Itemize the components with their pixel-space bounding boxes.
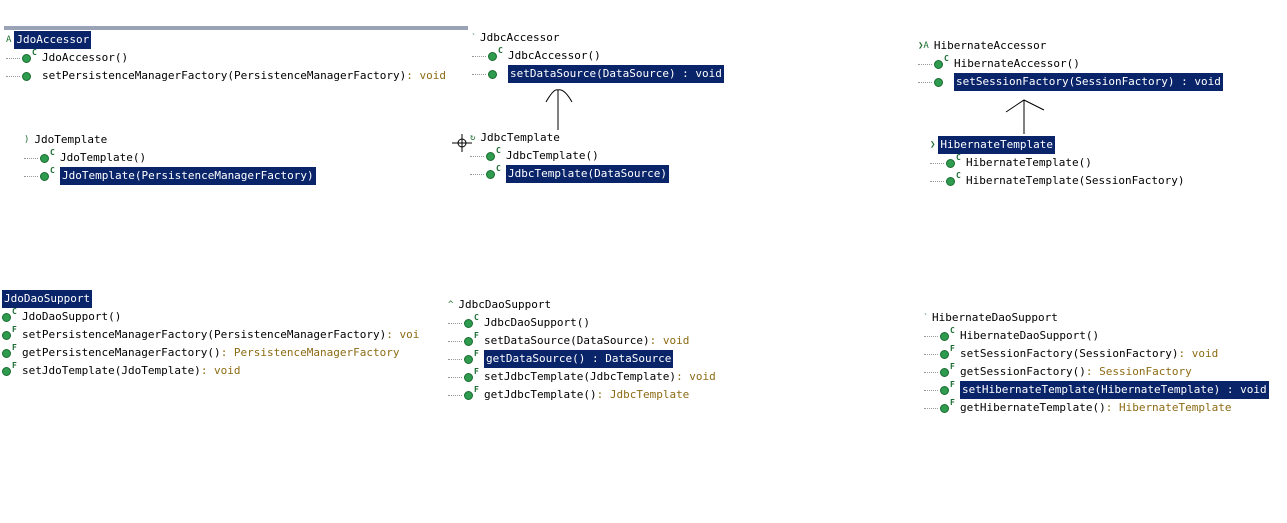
method-icon <box>940 403 949 413</box>
method-icon <box>940 367 949 377</box>
member-row[interactable]: setPersistenceManagerFactory(Persistence… <box>6 67 446 85</box>
method-icon <box>464 318 473 328</box>
method-icon <box>486 169 495 179</box>
method-icon <box>940 331 949 341</box>
method-icon <box>2 348 11 358</box>
class-header[interactable]: ↻JdbcTemplate <box>470 129 669 147</box>
jdbc-arrow <box>545 89 573 130</box>
member-row[interactable]: setSessionFactory(SessionFactory) : void <box>918 73 1223 91</box>
method-icon <box>2 366 11 376</box>
class-header[interactable]: ^JdbcDaoSupport <box>448 296 716 314</box>
class-header[interactable]: )JdoTemplate <box>24 131 316 149</box>
method-icon <box>40 171 49 181</box>
method-icon <box>464 336 473 346</box>
method-icon <box>946 176 955 186</box>
method-icon <box>934 77 943 87</box>
crosshair-icon <box>452 134 472 152</box>
method-icon <box>40 153 49 163</box>
method-icon <box>940 349 949 359</box>
title-bar-strip <box>4 26 468 30</box>
abstract-class-icon: ˋ <box>924 313 927 323</box>
method-icon <box>488 69 497 79</box>
abstract-class-icon: ❯A <box>918 41 929 51</box>
class-icon: ❯ <box>930 140 936 150</box>
method-icon <box>946 158 955 168</box>
method-icon <box>464 390 473 400</box>
class-icon: ) <box>24 135 30 145</box>
method-icon <box>2 330 11 340</box>
class-icon: ↻ <box>470 133 476 143</box>
method-icon <box>940 385 949 395</box>
abstract-class-icon: ^ <box>448 300 454 310</box>
class-header[interactable]: ❯HibernateTemplate <box>930 136 1185 154</box>
class-header[interactable]: JdoDaoSupport <box>2 290 419 308</box>
class-icon: ˋ <box>472 33 475 43</box>
method-icon <box>934 59 943 69</box>
method-icon <box>486 151 495 161</box>
member-row[interactable]: setDataSource(DataSource) : void <box>472 65 724 83</box>
method-icon <box>464 354 473 364</box>
method-icon <box>464 372 473 382</box>
method-icon <box>22 53 31 63</box>
method-icon <box>488 51 497 61</box>
abstract-class-icon: A <box>6 35 12 45</box>
method-icon <box>2 312 11 322</box>
method-icon <box>22 71 31 81</box>
hibernate-arrow <box>1005 99 1045 134</box>
